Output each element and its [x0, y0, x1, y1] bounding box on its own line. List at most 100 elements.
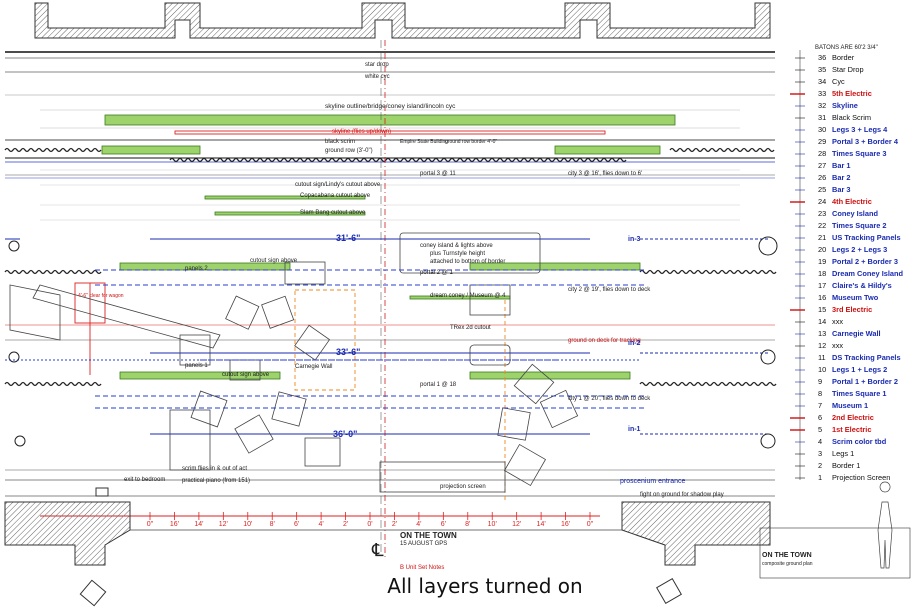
- label-dim-31: 31'-6": [336, 233, 361, 243]
- label-scrim-flies: scrim flies in & out of act: [182, 466, 248, 472]
- dimension-lines: [5, 238, 770, 435]
- ruler-tick-label: 12': [512, 521, 521, 528]
- scale-figure: [877, 481, 893, 569]
- title-block-right-sub: composite ground plan: [762, 561, 813, 567]
- label-dim-33: 33'-6": [336, 347, 361, 357]
- baton-number: 11: [818, 353, 826, 362]
- baton-label: Black Scrim: [832, 113, 872, 122]
- label-trex: TRex 2d cutout: [450, 325, 491, 331]
- label-slam-bang: Slam Bang cutout above: [300, 210, 366, 216]
- label-ground-row: ground row (3'-0"): [325, 148, 373, 154]
- baton-label: Claire's & Hildy's: [832, 281, 892, 290]
- ruler-tick-label: 2': [343, 521, 348, 528]
- label-in-3: in-3: [628, 236, 641, 243]
- label-dim-36: 36'-0": [333, 429, 358, 439]
- baton-number: 10: [818, 365, 827, 374]
- baton-label: Star Drop: [832, 65, 864, 74]
- label-portal-1: portal 1 @ 18: [420, 382, 457, 388]
- baton-number: 16: [818, 293, 827, 302]
- baton-number: 29: [818, 137, 827, 146]
- baton-row: 10 Legs 1 + Legs 2: [818, 365, 888, 374]
- baton-number: 18: [818, 269, 827, 278]
- baton-label: Museum Two: [832, 293, 879, 302]
- baton-label: xxx: [832, 341, 844, 350]
- soft-legs: [4, 147, 777, 387]
- label-in-1: in-1: [628, 426, 641, 433]
- label-empire: Empire State Building: [400, 139, 449, 145]
- ruler-tick-label: 8': [270, 521, 275, 528]
- baton-number: 9: [818, 377, 823, 386]
- baton-label: 2nd Electric: [832, 413, 874, 422]
- downstage-right-apron: [621, 501, 771, 566]
- label-clear-wagon: 4'-6" clear for wagon: [78, 293, 124, 299]
- baton-number: 22: [818, 221, 827, 230]
- ruler-tick-label: 0": [147, 521, 154, 528]
- baton-label: Portal 3 + Border 4: [832, 137, 898, 146]
- label-dream-coney: dream coney / Museum @ 4: [430, 293, 506, 299]
- baton-label: US Tracking Panels: [832, 233, 901, 242]
- label-turnstyle: plus Turnstyle height: [430, 251, 486, 257]
- label-copacabana: Copacabana cutout above: [300, 193, 371, 199]
- baton-label: Times Square 2: [832, 221, 887, 230]
- ruler: 0"16'14'12'10'8'6'4'2'0'2'4'6'8'10'12'14…: [147, 512, 594, 528]
- baton-number: 25: [818, 185, 827, 194]
- baton-number: 15: [818, 305, 827, 314]
- baton-row: 25 Bar 3: [818, 185, 851, 194]
- baton-label: 1st Electric: [832, 425, 872, 434]
- ruler-tick-label: 10': [243, 521, 252, 528]
- label-white-cyc: white cyc: [365, 74, 390, 80]
- baton-number: 26: [818, 173, 827, 182]
- label-prosc-entrance: proscenium entrance: [620, 478, 686, 485]
- corner-marks: [79, 487, 682, 607]
- baton-label: Coney Island: [832, 209, 878, 218]
- baton-number: 30: [818, 125, 827, 134]
- centerline-symbol: ℄: [371, 540, 384, 560]
- ruler-tick-label: 16': [170, 521, 179, 528]
- baton-label: Bar 3: [832, 185, 851, 194]
- baton-label: 5th Electric: [832, 89, 872, 98]
- baton-number: 2: [818, 461, 823, 470]
- ruler-tick-label: 4': [416, 521, 421, 528]
- ruler-tick-label: 14': [537, 521, 546, 528]
- ruler-tick-label: 0': [367, 521, 372, 528]
- downstage-left-apron: [4, 501, 131, 566]
- ruler-tick-label: 16': [561, 521, 570, 528]
- label-cutout-sign-1: cutout sign above: [222, 372, 270, 378]
- set-pieces: [9, 232, 579, 493]
- ruler-tick-label: 10': [488, 521, 497, 528]
- baton-number: 19: [818, 257, 827, 266]
- baton-number: 1: [818, 473, 823, 482]
- wing-circles: [8, 236, 778, 449]
- label-black-scrim: black scrim: [325, 139, 356, 145]
- baton-number: 3: [818, 449, 823, 458]
- label-projection-screen: projection screen: [440, 484, 486, 490]
- baton-label: DS Tracking Panels: [832, 353, 901, 362]
- label-city-2: city 2 @ 19', flies down to deck: [568, 287, 651, 293]
- baton-label: 3rd Electric: [832, 305, 873, 314]
- baton-label: Legs 1 + Legs 2: [832, 365, 888, 374]
- baton-row: 16 Museum Two: [818, 293, 879, 302]
- label-coney-above: coney island & lights above: [420, 243, 493, 249]
- label-ground-row-2: ground row border 4'-0": [445, 139, 498, 145]
- label-practical-piano: practical piano (from 151): [182, 478, 251, 484]
- label-cutout-sign: cutout sign/Lindy's cutout above: [295, 182, 381, 188]
- title-box-right: [759, 527, 911, 579]
- baton-label: Portal 2 + Border 3: [832, 257, 898, 266]
- baton-number: 31: [818, 113, 827, 122]
- label-city-1: city 1 @ 20', flies down to deck: [568, 396, 651, 402]
- baton-number: 33: [818, 89, 827, 98]
